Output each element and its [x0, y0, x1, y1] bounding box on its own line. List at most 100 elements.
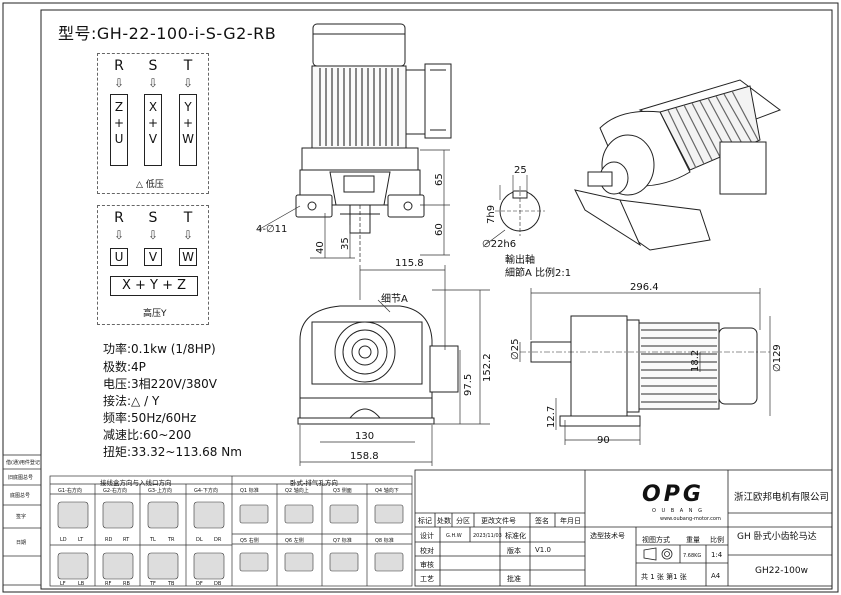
terminal-mid: + [182, 116, 194, 131]
dim-90: 90 [597, 435, 610, 446]
arrow-down-icon: ⇩ [182, 76, 194, 90]
terminal-top: Y [184, 100, 192, 114]
tb-design-date: 2023/11/03 [473, 533, 502, 539]
tb-design: 设计 [420, 532, 434, 540]
terminal-bot: W [182, 132, 194, 147]
border-label-2: 旧底图总号 [8, 475, 34, 481]
code-lb: LB [78, 581, 85, 587]
wiring-high-box [97, 205, 209, 325]
spec-power: 功率:0.1kw (1/8HP) [103, 342, 216, 356]
terminal-mid: + [147, 116, 159, 131]
terminal-top: X [148, 100, 158, 114]
terminal-zu: Z + U [110, 94, 128, 166]
shaft-detail [484, 175, 545, 246]
tb-view-method: 视图方式 [642, 536, 670, 544]
arrow-down-icon: ⇩ [113, 76, 125, 90]
tb-change-doc: 更改文件号 [481, 517, 516, 525]
projection-symbol-icon [643, 547, 673, 561]
dim-296-4: 296.4 [630, 282, 659, 293]
spec-voltage: 电压:3相220V/380V [103, 377, 217, 391]
direction-col-g2: G2-右方向 [103, 488, 127, 494]
tb-weight-label: 重量 [686, 536, 700, 544]
terminal-mid: + [113, 116, 125, 131]
dim-hole: 4-∅11 [256, 224, 288, 235]
dim-97-5: 97.5 [463, 373, 474, 396]
logo-subtitle: O U B A N G [652, 508, 705, 514]
dim-152-2: 152.2 [482, 353, 493, 382]
terminal-bot: U [114, 132, 124, 147]
border-label-3: 底图总号 [10, 493, 31, 499]
vent-q1: Q1 标准 [240, 488, 259, 494]
direction-col-g1: G1-右方向 [58, 488, 82, 494]
phase-r-low: R [114, 58, 124, 74]
dim-shaft-25: 25 [514, 165, 527, 176]
arrow-down-icon: ⇩ [147, 76, 159, 90]
tb-date: 年月日 [560, 517, 581, 525]
dim-130: 130 [355, 431, 375, 442]
model-title: 型号:GH-22-100-i-S-G2-RB [58, 24, 277, 43]
tb-tech-req: 选型技术号 [590, 532, 625, 540]
code-ld: LD [60, 537, 67, 543]
star-junction: X + Y + Z [110, 276, 198, 296]
dim-35: 35 [340, 237, 351, 250]
vent-q4: Q4 轴向下 [375, 488, 399, 494]
dim-12-7: 12.7 [546, 405, 557, 428]
direction-right-header: 卧式-排气孔方向 [290, 479, 338, 487]
vent-q8: Q8 标准 [375, 538, 394, 544]
terminal-top: Z [114, 100, 124, 114]
plan-view-dimensions [519, 288, 771, 445]
phase-t-high: T [183, 210, 193, 226]
spec-connection: 接法:△ / Y [103, 394, 160, 408]
direction-table-grid [49, 475, 413, 587]
tb-ratio: 1:4 [711, 551, 723, 559]
spec-poles: 极数:4P [103, 360, 146, 374]
tb-designer: G.H.W [446, 533, 462, 539]
tb-weight: 7.68KG [683, 553, 702, 559]
code-lf: LF [60, 581, 66, 587]
code-rb: RB [123, 581, 130, 587]
phase-r-high: R [114, 210, 124, 226]
vent-q7: Q7 标准 [333, 538, 352, 544]
front-view-dimensions [299, 265, 490, 466]
code-lt: LT [78, 537, 84, 543]
tb-approve: 批准 [507, 575, 521, 583]
shaft-note-2: 細節A 比例2:1 [505, 268, 572, 279]
terminal-bot: V [148, 132, 158, 147]
code-rt: RT [123, 537, 130, 543]
tb-ratio-label: 比例 [710, 536, 724, 544]
left-border-table [2, 454, 42, 586]
dim-115-8: 115.8 [395, 258, 424, 269]
detail-a-label: 细节A [381, 294, 408, 305]
vent-q6: Q6 左侧 [285, 538, 304, 544]
side-view-dimensions [257, 149, 450, 259]
arrow-down-icon: ⇩ [147, 228, 159, 242]
code-tf: TF [150, 581, 156, 587]
tb-mark: 标记 [418, 517, 432, 525]
code-rd: RD [105, 537, 113, 543]
vent-q2: Q2 轴向上 [285, 488, 309, 494]
spec-frequency: 频率:50Hz/60Hz [103, 411, 197, 425]
dim-40: 40 [315, 241, 326, 254]
wiring-high-caption: 高压Y [143, 309, 167, 319]
phase-s-high: S [148, 210, 158, 226]
tb-version: V1.0 [535, 546, 551, 554]
direction-left-header: 接线盒方向与入线口方向 [100, 479, 172, 487]
vent-q5: Q5 右侧 [240, 538, 259, 544]
border-label-5: 日期 [16, 540, 27, 546]
code-dl: DL [196, 537, 203, 543]
terminal-u: U [110, 248, 128, 266]
direction-col-g3: G3-上方向 [148, 488, 172, 494]
dim-158-8: 158.8 [350, 451, 379, 462]
front-view [297, 305, 459, 425]
spec-ratio: 减速比:60~200 [103, 428, 192, 442]
code-db: DB [214, 581, 222, 587]
border-label-4: 签字 [16, 514, 27, 520]
code-df: DF [196, 581, 203, 587]
direction-table-icons [57, 501, 404, 580]
dim-60: 60 [434, 223, 445, 236]
terminal-w: W [179, 248, 197, 266]
dim-shaft-7h9: 7h9 [486, 204, 497, 224]
border-label-1: 借(通)用件登记 [6, 460, 40, 466]
code-tb: TB [168, 581, 175, 587]
